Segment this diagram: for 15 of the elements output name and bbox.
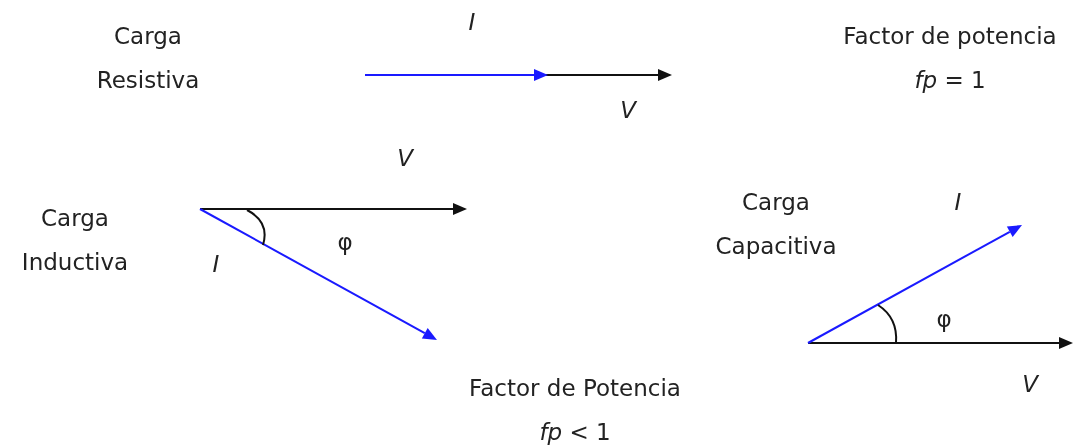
voltage-label: V	[396, 144, 415, 173]
power-factor-label: Factor de potencia	[842, 22, 1058, 51]
power-factor-label: Factor de Potencia	[468, 374, 682, 403]
load-label: Carga Inductiva	[20, 204, 130, 277]
current-label: I	[211, 250, 221, 279]
power-factor-value: fp = 1	[913, 66, 987, 95]
current-label: I	[953, 188, 963, 217]
angle-label: φ	[336, 228, 354, 257]
voltage-label: V	[619, 96, 638, 125]
load-label: Carga Capacitiva	[714, 188, 838, 261]
voltage-label: V	[1021, 370, 1040, 399]
power-factor-value: fp < 1	[538, 418, 612, 446]
current-label: I	[467, 8, 477, 37]
angle-label: φ	[935, 305, 953, 334]
load-label: Carga Resistiva	[95, 22, 201, 95]
